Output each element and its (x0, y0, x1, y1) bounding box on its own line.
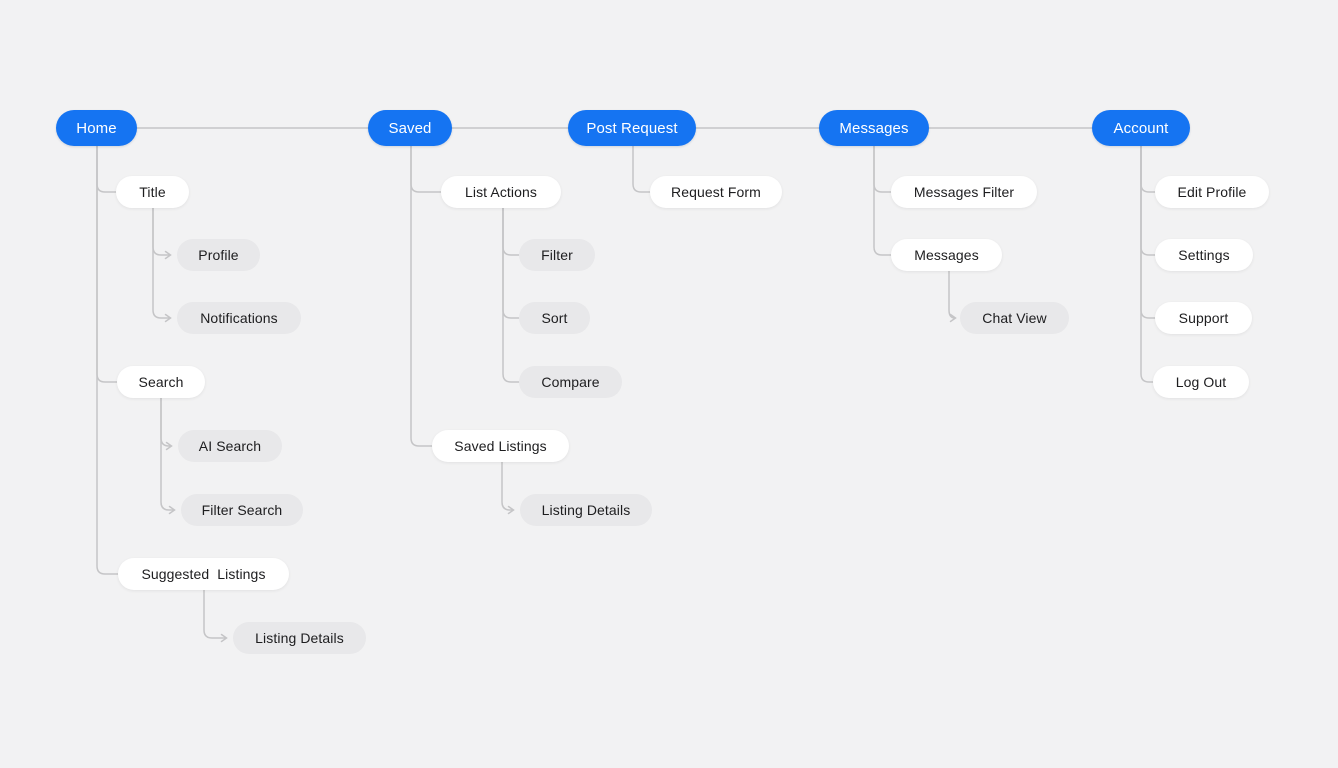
edge-account-support (1140, 145, 1156, 319)
edge-account-log-out (1140, 145, 1154, 383)
edge-home-title (96, 145, 117, 193)
edge-messages-messages-filter (873, 145, 892, 193)
node-title[interactable]: Title (116, 176, 189, 208)
node-chat-view[interactable]: Chat View (960, 302, 1069, 334)
edge-account-settings (1140, 145, 1156, 256)
node-listing-details-saved[interactable]: Listing Details (520, 494, 652, 526)
node-list-actions[interactable]: List Actions (441, 176, 561, 208)
edge-messages-chat-view (948, 270, 957, 323)
node-messages-filter[interactable]: Messages Filter (891, 176, 1037, 208)
node-home[interactable]: Home (56, 110, 137, 146)
node-listing-details-suggested[interactable]: Listing Details (233, 622, 366, 654)
edge-search-filter-search (160, 397, 176, 515)
node-notifications[interactable]: Notifications (177, 302, 301, 334)
node-suggested-listings[interactable]: Suggested Listings (118, 558, 289, 590)
edge-account-edit-profile (1140, 145, 1156, 193)
edge-home-suggested-listings (96, 145, 119, 575)
edge-list-actions-compare (502, 207, 520, 383)
edge-suggested-listing-details (203, 589, 228, 643)
node-messages-child[interactable]: Messages (891, 239, 1002, 271)
edge-post-request-request-form (632, 145, 651, 193)
node-edit-profile[interactable]: Edit Profile (1155, 176, 1269, 208)
node-post-request[interactable]: Post Request (568, 110, 696, 146)
node-log-out[interactable]: Log Out (1153, 366, 1249, 398)
edge-title-notifications (152, 207, 172, 323)
edge-saved-listings-listing-details (501, 461, 515, 515)
node-account[interactable]: Account (1092, 110, 1190, 146)
node-saved[interactable]: Saved (368, 110, 452, 146)
node-messages[interactable]: Messages (819, 110, 929, 146)
node-ai-search[interactable]: AI Search (178, 430, 282, 462)
node-settings[interactable]: Settings (1155, 239, 1253, 271)
node-search[interactable]: Search (117, 366, 205, 398)
node-saved-listings[interactable]: Saved Listings (432, 430, 569, 462)
node-sort[interactable]: Sort (519, 302, 590, 334)
edge-title-profile (152, 207, 172, 260)
edge-messages-messages-child (873, 145, 892, 256)
edge-saved-saved-listings (410, 145, 433, 447)
node-request-form[interactable]: Request Form (650, 176, 782, 208)
node-filter[interactable]: Filter (519, 239, 595, 271)
node-compare[interactable]: Compare (519, 366, 622, 398)
edge-list-actions-filter (502, 207, 520, 256)
edge-saved-list-actions (410, 145, 442, 193)
edge-home-search (96, 145, 118, 383)
edge-search-ai-search (160, 397, 173, 451)
edge-list-actions-sort (502, 207, 520, 319)
node-filter-search[interactable]: Filter Search (181, 494, 303, 526)
node-support[interactable]: Support (1155, 302, 1252, 334)
node-profile[interactable]: Profile (177, 239, 260, 271)
